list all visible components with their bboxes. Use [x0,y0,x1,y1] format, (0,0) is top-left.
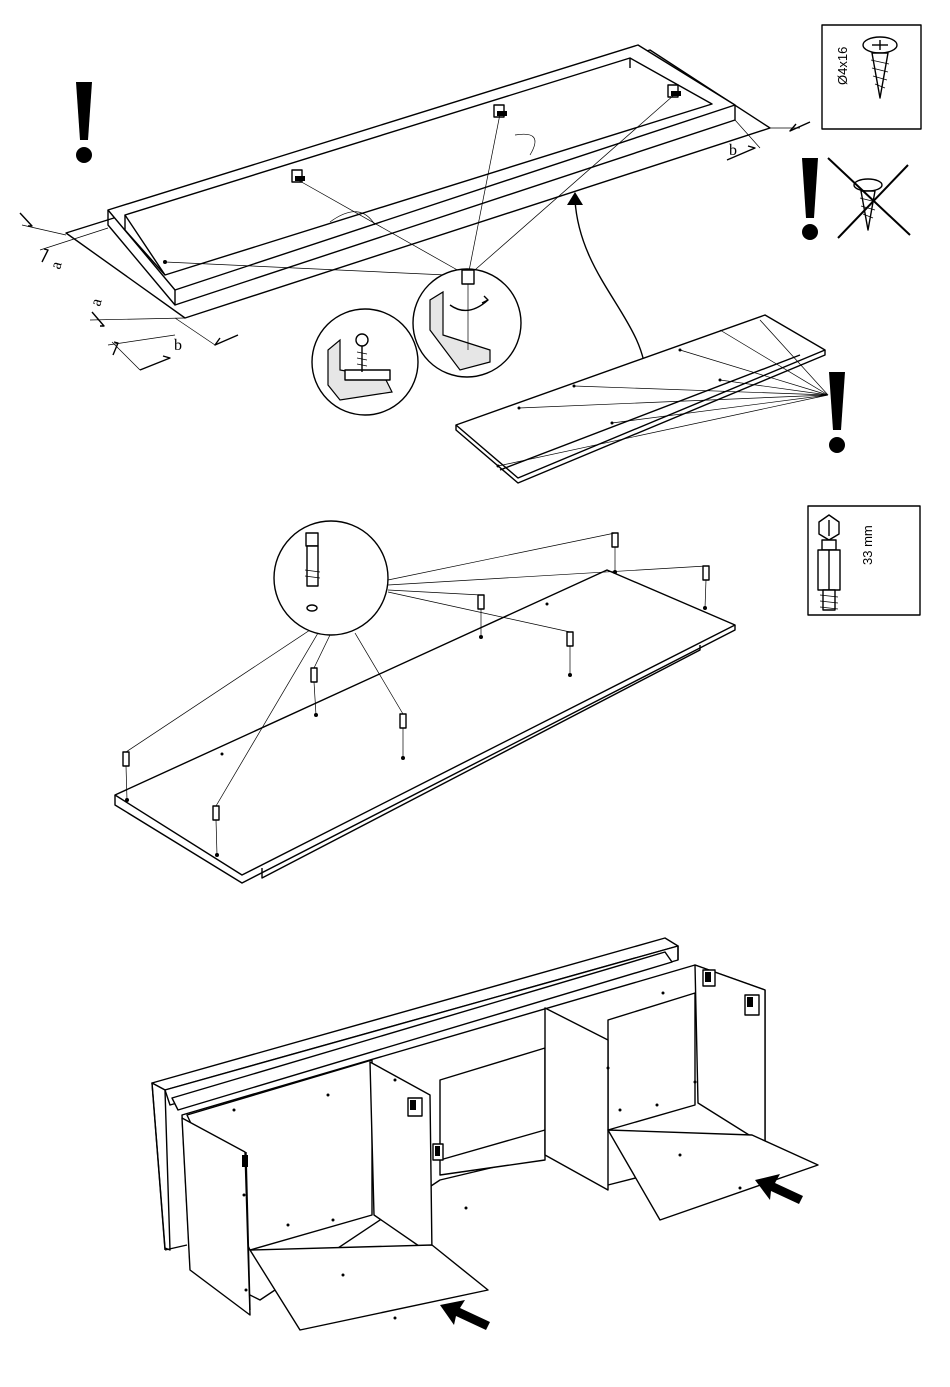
dim-label-b-2: b [729,142,737,159]
svg-text:!: ! [0,0,5,4]
step1-frame-assembly: a a b b [20,45,828,483]
detail-circle-screw [312,309,418,415]
screw-legend-box: Ø4x16 [822,25,921,129]
dowel-8 [703,566,709,608]
warning-exclamation-icon-3 [829,372,845,453]
detail-circle-screwdriver [413,269,521,377]
dimension-b-left: b [112,318,238,370]
warning-exclamation-icon-2 [802,158,818,240]
step2-dowel-insertion [115,521,735,883]
crossed-out-screw-icon [828,158,910,238]
screw-size-label: Ø4x16 [835,47,850,85]
step3-cabinet-assembly [152,938,818,1330]
dim-label-a-2: a [87,297,105,308]
dowel-legend-box: 33 mm [808,506,920,615]
dowel-length-label: 33 mm [860,525,875,565]
dim-label-b-1: b [174,337,182,354]
screwdriver-icon [462,270,474,284]
detail-circle-dowel [274,521,388,635]
dowel-6 [612,533,618,572]
assembly-arrow-icon [440,1300,490,1330]
warning-exclamation-icon: ! [0,0,92,163]
dim-label-a-1: a [47,260,65,271]
